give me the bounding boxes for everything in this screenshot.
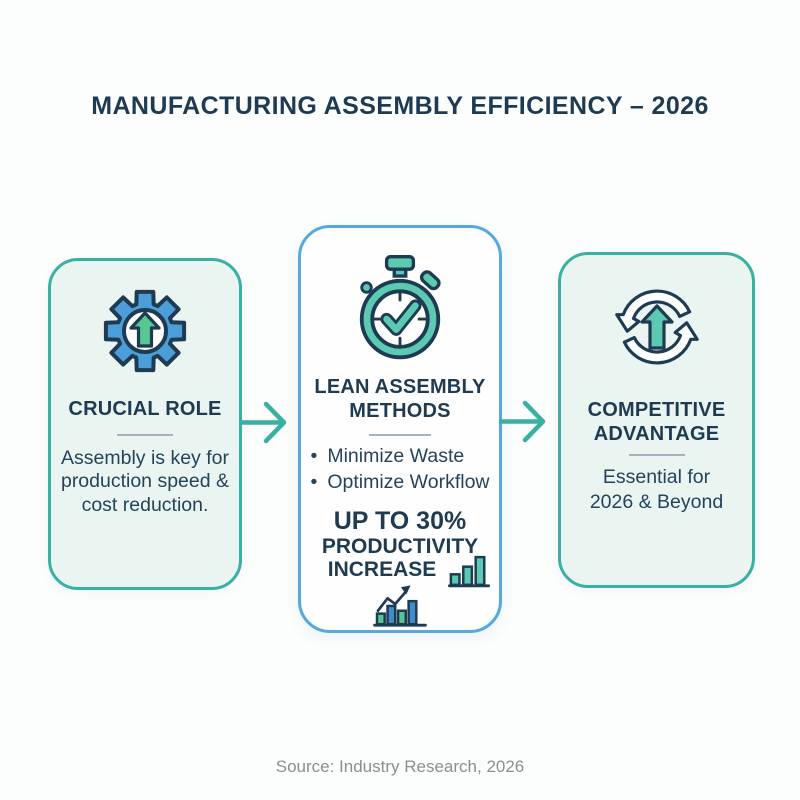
gear-up-arrow-icon xyxy=(103,289,187,373)
card-title: COMPETITIVE ADVANTAGE xyxy=(587,399,726,445)
card-competitive-advantage: COMPETITIVE ADVANTAGE Essential for 2026… xyxy=(558,252,755,588)
card-title: CRUCIAL ROLE xyxy=(68,398,222,420)
highlight-line: PRODUCTIVITY xyxy=(321,534,479,558)
bullet-item: Optimize Workflow xyxy=(311,470,489,496)
divider xyxy=(628,454,685,456)
divider xyxy=(117,434,173,436)
productivity-highlight: UP TO 30% PRODUCTIVITY INCREASE xyxy=(321,506,479,582)
highlight-line: UP TO 30% xyxy=(333,506,467,535)
stopwatch-check-icon xyxy=(359,255,441,360)
card-body-text: Essential for 2026 & Beyond xyxy=(589,466,724,514)
bar-chart-trend-arrow-icon xyxy=(373,585,427,627)
card-lean-assembly: LEAN ASSEMBLY METHODS Minimize Waste Opt… xyxy=(298,225,502,633)
cycle-arrows-icon xyxy=(614,289,699,365)
page-title: MANUFACTURING ASSEMBLY EFFICIENCY – 2026 xyxy=(91,92,709,120)
card-body-text: Assembly is key for production speed & c… xyxy=(60,447,230,516)
card-crucial-role: CRUCIAL ROLE Assembly is key for product… xyxy=(48,258,242,590)
divider xyxy=(369,434,431,436)
method-bullet-list: Minimize Waste Optimize Workflow xyxy=(311,444,490,496)
bullet-item: Minimize Waste xyxy=(311,444,490,470)
right-arrow-icon xyxy=(499,400,546,443)
right-arrow-icon xyxy=(242,401,287,444)
card-title: LEAN ASSEMBLY METHODS xyxy=(314,376,486,422)
bar-chart-rising-icon xyxy=(448,555,490,588)
highlight-line: INCREASE xyxy=(327,558,437,582)
source-attribution: Source: Industry Research, 2026 xyxy=(275,757,525,776)
